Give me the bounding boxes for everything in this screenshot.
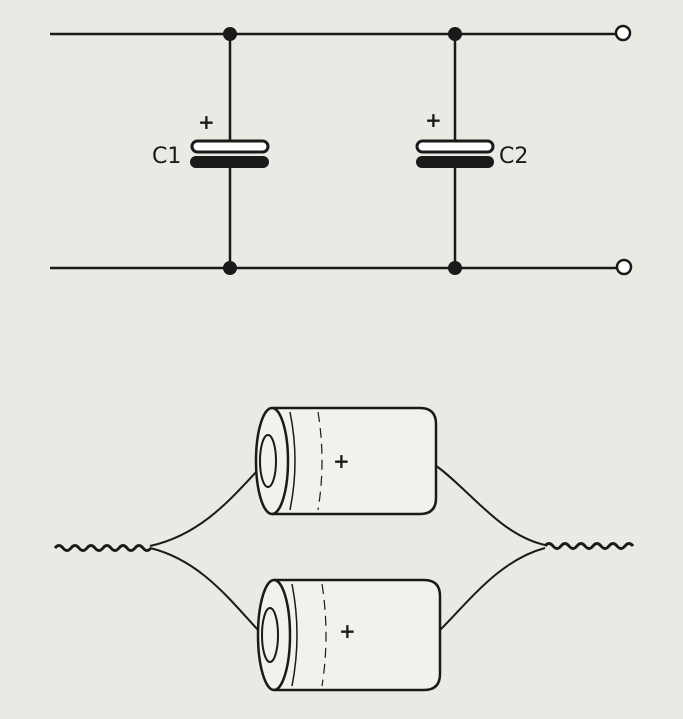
junction-dot — [223, 261, 237, 275]
twisted-lead-right — [543, 542, 635, 550]
twisted-lead-left — [53, 544, 153, 552]
top-cap-plus-sign: + — [333, 449, 350, 473]
c2-positive-plate — [415, 139, 495, 154]
c1-positive-plate — [190, 139, 270, 154]
c1-negative-plate — [190, 156, 269, 168]
c2-negative-plate — [416, 156, 494, 168]
lead-wire — [439, 547, 546, 631]
junction-dot — [448, 261, 462, 275]
bottom-cap-plus-sign: + — [339, 619, 356, 643]
c1-label: C1 — [152, 144, 181, 169]
junction-dot — [223, 27, 237, 41]
electrolytic-capacitor-bottom: + — [256, 578, 442, 692]
c2-label: C2 — [499, 144, 528, 169]
junction-dot — [448, 27, 462, 41]
lead-wire — [149, 469, 259, 547]
lead-wire — [149, 547, 259, 631]
electrolytic-capacitor-top: + — [254, 406, 438, 516]
c1-plus-sign: + — [198, 110, 215, 134]
bottom-terminal — [615, 258, 633, 276]
c2-plus-sign: + — [425, 108, 442, 132]
lead-wire — [434, 464, 546, 546]
top-terminal — [614, 24, 632, 42]
